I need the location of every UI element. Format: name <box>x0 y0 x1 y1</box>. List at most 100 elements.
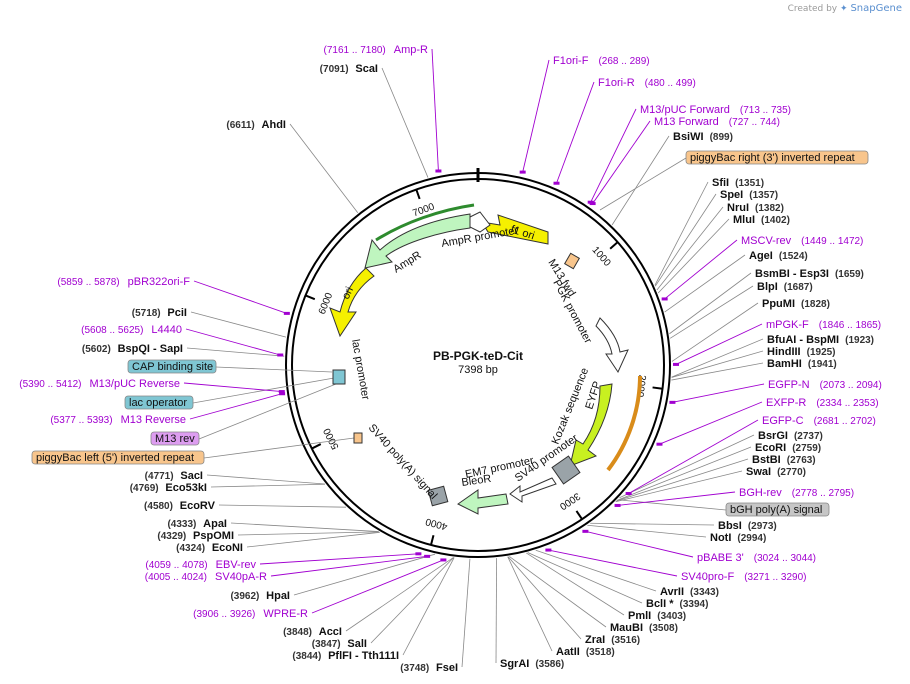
enzyme-position: (4580) <box>144 501 176 512</box>
enzyme-label-left-5[interactable]: (4769) Eco53kI <box>130 482 207 494</box>
enzyme-label-15[interactable]: SwaI(2770) <box>746 466 806 478</box>
enzyme-label-6[interactable]: BsmBI - Esp3I(1659) <box>755 268 864 280</box>
primer-mark <box>661 297 668 301</box>
enzyme-label-1[interactable]: SfiI (1351) <box>712 177 764 189</box>
primer-mark <box>424 554 431 558</box>
enzyme-name: BsmBI - Esp3I <box>755 268 829 280</box>
primer-label-17[interactable]: (5390 .. 5412)M13/pUC Reverse <box>19 378 180 390</box>
primer-leader <box>664 239 738 300</box>
enzyme-label-24[interactable]: SgrAI(3586) <box>500 658 564 670</box>
primer-label-4[interactable]: M13 Forward(727 .. 744) <box>654 116 780 128</box>
ori-feature[interactable] <box>329 267 375 338</box>
enzyme-name: BlpI <box>757 281 778 293</box>
feature-box-label-3: lac operator <box>129 397 187 409</box>
feature-box-5[interactable] <box>31 450 205 465</box>
primer-label-2[interactable]: F1ori-R(480 .. 499) <box>598 77 696 89</box>
enzyme-label-left-7[interactable]: (4333) ApaI <box>167 518 227 530</box>
feature-box-3[interactable] <box>124 395 194 410</box>
enzyme-label-14[interactable]: BstBI(2763) <box>752 454 816 466</box>
enzyme-leader <box>616 446 752 501</box>
feature-box-0[interactable] <box>685 150 869 165</box>
enzyme-label-10[interactable]: HindIII(1925) <box>767 346 836 358</box>
primer-label-9[interactable]: EGFP-C(2681 .. 2702) <box>762 415 876 427</box>
primer-label-13[interactable]: (3906 .. 3926)WPRE-R <box>193 608 308 620</box>
enzyme-label-left-4[interactable]: (4771) SacI <box>145 470 203 482</box>
primer-label-19[interactable]: (5859 .. 5878)pBR322ori-F <box>57 276 190 288</box>
enzyme-label-left-1[interactable]: (6611) AhdI <box>226 119 286 131</box>
em7-feature[interactable] <box>509 477 557 503</box>
enzyme-position: (2737) <box>794 431 823 442</box>
tick-label: 5000 <box>321 426 341 451</box>
enzyme-leader <box>495 558 497 664</box>
enzyme-label-22[interactable]: ZraI(3516) <box>585 634 640 646</box>
sv40-polya-feature[interactable] <box>427 485 449 507</box>
ampr-feature[interactable] <box>364 213 471 269</box>
feature-box-1[interactable] <box>725 502 830 517</box>
lac-operator-feature[interactable] <box>332 369 346 385</box>
primer-leader <box>556 81 595 184</box>
primer-label-5[interactable]: MSCV-rev(1449 .. 1472) <box>741 235 863 247</box>
primer-label-6[interactable]: mPGK-F(1846 .. 1865) <box>766 319 881 331</box>
primer-label-1[interactable]: F1ori-F(268 .. 289) <box>553 55 650 67</box>
enzyme-name: SfiI <box>712 177 729 189</box>
enzyme-label-left-6[interactable]: (4580) EcoRV <box>144 500 216 512</box>
enzyme-label-7[interactable]: BlpI (1687) <box>757 281 813 293</box>
enzyme-label-2[interactable]: SpeI(1357) <box>720 189 778 201</box>
primer-label-3[interactable]: M13/pUC Forward(713 .. 735) <box>640 104 791 116</box>
enzyme-label-4[interactable]: MluI(1402) <box>733 214 790 226</box>
enzyme-label-0[interactable]: BsiWI(899) <box>673 131 733 143</box>
primer-label-14[interactable]: (4005 .. 4024)SV40pA-R <box>145 571 267 583</box>
primer-label-0[interactable]: (7161 .. 7180)Amp-R <box>324 44 429 56</box>
enzyme-name: ApaI <box>203 518 227 530</box>
feature-box-4[interactable] <box>150 431 200 446</box>
enzyme-label-left-0[interactable]: (7091) ScaI <box>320 63 378 75</box>
piggybac-left-feature[interactable] <box>353 432 363 444</box>
enzyme-label-21[interactable]: MauBI(3508) <box>610 622 678 634</box>
enzyme-label-16[interactable]: BbsI(2973) <box>718 520 777 532</box>
primer-name: BGH-rev <box>739 487 782 499</box>
enzyme-label-left-8[interactable]: (4329) PspOMI <box>157 530 234 542</box>
primer-name: EBV-rev <box>216 559 257 571</box>
enzyme-label-18[interactable]: AvrII(3343) <box>660 586 719 598</box>
primer-label-12[interactable]: SV40pro-F(3271 .. 3290) <box>681 571 806 583</box>
bleor-feature[interactable] <box>457 489 509 515</box>
primer-label-8[interactable]: EXFP-R(2334 .. 2353) <box>766 397 879 409</box>
enzyme-label-9[interactable]: BfuAI - BspMI(1923) <box>767 334 874 346</box>
enzyme-name: AccI <box>319 626 342 638</box>
sv40-promoter-feature[interactable] <box>551 455 581 485</box>
enzyme-label-12[interactable]: BsrGI(2737) <box>758 430 823 442</box>
enzyme-label-11[interactable]: BamHI(1941) <box>767 358 837 370</box>
enzyme-label-8[interactable]: PpuMI(1828) <box>762 298 830 310</box>
primer-label-18[interactable]: (5608 .. 5625)L4440 <box>81 324 182 336</box>
enzyme-label-19[interactable]: BclI *(3394) <box>646 598 708 610</box>
primer-label-7[interactable]: EGFP-N(2073 .. 2094) <box>768 379 882 391</box>
enzyme-name: SwaI <box>746 466 771 478</box>
enzyme-label-13[interactable]: EcoRI(2759) <box>755 442 821 454</box>
enzyme-label-left-11[interactable]: (3848) AccI <box>283 626 342 638</box>
enzyme-label-23[interactable]: AatII(3518) <box>556 646 615 658</box>
enzyme-label-17[interactable]: NotI(2994) <box>710 532 766 544</box>
enzyme-label-left-13[interactable]: (3844) PflFI - Tth111I <box>292 650 399 662</box>
enzyme-position: (1687) <box>784 282 813 293</box>
primer-mark <box>582 529 589 533</box>
enzyme-label-left-3[interactable]: (5602) BspQI - SapI <box>82 343 183 355</box>
primer-label-16[interactable]: (5377 .. 5393)M13 Reverse <box>50 414 186 426</box>
primer-label-15[interactable]: (4059 .. 4078)EBV-rev <box>145 559 256 571</box>
enzyme-label-left-2[interactable]: (5718) PciI <box>132 307 187 319</box>
enzyme-label-20[interactable]: PmlI(3403) <box>628 610 686 622</box>
feature-box-2[interactable] <box>127 359 217 374</box>
enzyme-label-5[interactable]: AgeI(1524) <box>749 250 808 262</box>
enzyme-label-left-14[interactable]: (3748) FseI <box>400 662 458 674</box>
enzyme-label-3[interactable]: NruI(1382) <box>727 202 784 214</box>
enzyme-label-left-9[interactable]: (4324) EcoNI <box>176 542 243 554</box>
enzyme-position: (1351) <box>735 178 764 189</box>
enzyme-label-left-10[interactable]: (3962) HpaI <box>230 590 290 602</box>
enzyme-position: (1828) <box>801 299 830 310</box>
tick-mark <box>415 189 421 200</box>
pgk-promoter-feature[interactable] <box>595 317 629 374</box>
enzyme-label-left-12[interactable]: (3847) SalI <box>312 638 367 650</box>
primer-label-11[interactable]: pBABE 3'(3024 .. 3044) <box>697 552 816 564</box>
primer-label-10[interactable]: BGH-rev(2778 .. 2795) <box>739 487 854 499</box>
primer-name: F1ori-R <box>598 77 635 89</box>
m13-fwd-feature[interactable] <box>563 252 581 270</box>
